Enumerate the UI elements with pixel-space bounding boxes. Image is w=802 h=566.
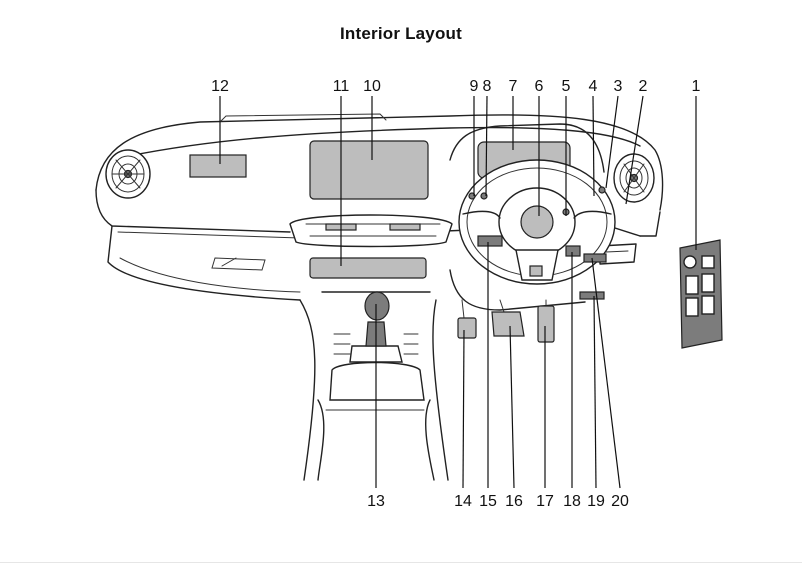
callout-4: 4 — [589, 78, 598, 95]
steering-wheel — [458, 159, 616, 285]
glovebox-handle — [211, 257, 266, 271]
callout-16: 16 — [505, 493, 523, 510]
callout-2: 2 — [639, 78, 648, 95]
callout-14: 14 — [454, 493, 472, 510]
pedals — [457, 299, 555, 343]
right-switch — [565, 245, 581, 257]
touchscreen — [309, 140, 429, 200]
callout-5: 5 — [562, 78, 571, 95]
bonnet-release — [579, 291, 605, 300]
callout-13: 13 — [367, 493, 385, 510]
climate-panel — [309, 257, 427, 279]
callout-20: 20 — [611, 493, 629, 510]
callout-18: 18 — [563, 493, 581, 510]
leader-lines — [219, 95, 697, 489]
callout-9: 9 — [470, 78, 479, 95]
callout-12: 12 — [211, 78, 229, 95]
steering-column — [449, 269, 586, 311]
callout-15: 15 — [479, 493, 497, 510]
center-console — [299, 291, 449, 481]
callout-numbers: 1 2 3 4 5 6 7 8 9 10 11 12 13 14 15 16 1… — [211, 78, 700, 510]
callout-10: 10 — [363, 78, 381, 95]
callout-1: 1 — [692, 78, 701, 95]
callout-19: 19 — [587, 493, 605, 510]
callout-8: 8 — [483, 78, 492, 95]
page-divider — [0, 562, 802, 563]
callout-6: 6 — [535, 78, 544, 95]
page-title: Interior Layout — [339, 24, 462, 43]
callout-11: 11 — [333, 78, 350, 95]
left-air-vent — [105, 149, 151, 199]
callout-7: 7 — [509, 78, 518, 95]
door-switch-panel — [679, 239, 723, 349]
cluster-hood — [449, 123, 605, 173]
callout-3: 3 — [614, 78, 623, 95]
right-air-vent — [613, 153, 655, 203]
left-switch — [477, 235, 503, 247]
airbag-label — [189, 154, 247, 178]
lower-switch — [583, 253, 607, 263]
center-air-vents — [289, 214, 453, 248]
callout-17: 17 — [536, 493, 554, 510]
